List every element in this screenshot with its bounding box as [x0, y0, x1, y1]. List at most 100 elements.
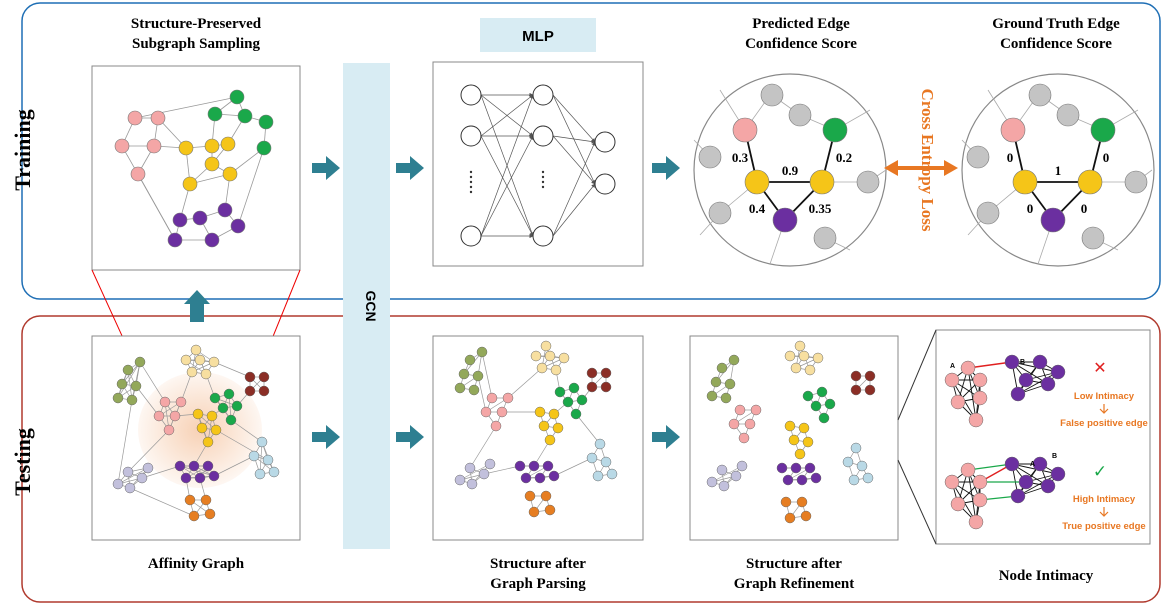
- graph-node: [202, 460, 214, 472]
- subgraph-nodes: [114, 89, 274, 248]
- graph-node: [816, 386, 828, 398]
- graph-node: [734, 404, 746, 416]
- graph-edge: [213, 361, 251, 378]
- graph-node: [1032, 456, 1048, 472]
- graph-node: [706, 476, 718, 488]
- graph-node: [586, 367, 598, 379]
- graph-node: [184, 494, 196, 506]
- graph-node: [208, 470, 220, 482]
- cross-mark-icon: ✕: [1093, 360, 1106, 377]
- graph-node: [790, 362, 802, 374]
- graph-node: [188, 510, 200, 522]
- pred-score-4: 0.4: [749, 201, 766, 216]
- graph-node: [780, 496, 792, 508]
- graph-node: [202, 436, 214, 448]
- graph-node: [842, 456, 854, 468]
- graph-node: [528, 460, 540, 472]
- graph-node: [1004, 354, 1020, 370]
- graph-node: [209, 392, 221, 404]
- high-arrow-icon: [1099, 507, 1109, 517]
- gt-score-4: 0: [1027, 201, 1034, 216]
- graph-node: [728, 354, 740, 366]
- graph-node: [204, 508, 216, 520]
- graph-node: [544, 350, 556, 362]
- graph-node: [594, 438, 606, 450]
- graph-node: [258, 371, 270, 383]
- graph-node: [798, 422, 810, 434]
- affinity-title: Affinity Graph: [148, 556, 245, 572]
- graph-node: [268, 466, 280, 478]
- affinity-graph: [112, 344, 280, 522]
- graph-node: [972, 390, 988, 406]
- graph-node: [124, 482, 136, 494]
- graph-node: [798, 350, 810, 362]
- graph-node: [126, 394, 138, 406]
- graph-node: [600, 381, 612, 393]
- predicted-title-line2: Confidence Score: [745, 36, 857, 52]
- graph-node: [217, 402, 229, 414]
- graph-node: [153, 410, 165, 422]
- check-mark-icon: ✓: [1093, 462, 1107, 481]
- predicted-graph: [693, 73, 887, 267]
- graph-node: [540, 490, 552, 502]
- graph-node: [248, 450, 260, 462]
- graph-node: [550, 364, 562, 376]
- graph-node: [586, 381, 598, 393]
- graph-edge: [553, 457, 593, 477]
- graph-node: [784, 512, 796, 524]
- graph-node: [794, 448, 806, 460]
- graph-node: [738, 432, 750, 444]
- graph-node: [540, 340, 552, 352]
- graph-node: [464, 462, 476, 474]
- mlp-connections: [480, 92, 596, 239]
- graph-node: [1018, 474, 1034, 490]
- graph-node: [472, 370, 484, 382]
- graph-node: [548, 408, 560, 420]
- graph-node: [950, 394, 966, 410]
- graph-node: [478, 468, 490, 480]
- graph-node: [724, 378, 736, 390]
- graph-node: [848, 474, 860, 486]
- graph-node: [122, 466, 134, 478]
- graph-node: [520, 472, 532, 484]
- graph-node: [850, 384, 862, 396]
- node-b-label-top: B: [1020, 359, 1025, 366]
- graph-node: [464, 354, 476, 366]
- graph-node: [254, 468, 266, 480]
- gt-score-3: 0: [1103, 150, 1110, 165]
- graph-node: [231, 400, 243, 412]
- graph-edge: [967, 367, 977, 421]
- subgraph-panel: [91, 65, 301, 271]
- graph-node: [116, 378, 128, 390]
- graph-node: [800, 510, 812, 522]
- ground-truth-title-line1: Ground Truth Edge: [992, 16, 1120, 32]
- high-intimacy-text: High Intimacy: [1073, 494, 1136, 505]
- graph-node: [850, 370, 862, 382]
- graph-edge: [469, 425, 497, 469]
- sample-up-arrow: [184, 290, 210, 322]
- true-positive-text: True positive edge: [1062, 521, 1145, 532]
- graph-node: [804, 462, 816, 474]
- graph-node: [174, 460, 186, 472]
- graph-node: [136, 472, 148, 484]
- graph-node: [536, 362, 548, 374]
- graph-node: [750, 404, 762, 416]
- graph-node: [960, 360, 976, 376]
- graph-node: [194, 354, 206, 366]
- graph-node: [194, 472, 206, 484]
- graph-node: [794, 340, 806, 352]
- graph-node: [972, 492, 988, 508]
- graph-node: [600, 456, 612, 468]
- graph-node: [1018, 372, 1034, 388]
- loss-double-arrow: [884, 160, 958, 176]
- graph-edge: [213, 455, 255, 477]
- mlp-label-box: [480, 18, 596, 52]
- parsing-graph: [454, 340, 618, 518]
- graph-node: [244, 371, 256, 383]
- graph-node: [586, 452, 598, 464]
- graph-node: [788, 434, 800, 446]
- graph-node: [534, 406, 546, 418]
- graph-edge: [179, 465, 215, 477]
- graph-node: [466, 478, 478, 490]
- graph-node: [169, 410, 181, 422]
